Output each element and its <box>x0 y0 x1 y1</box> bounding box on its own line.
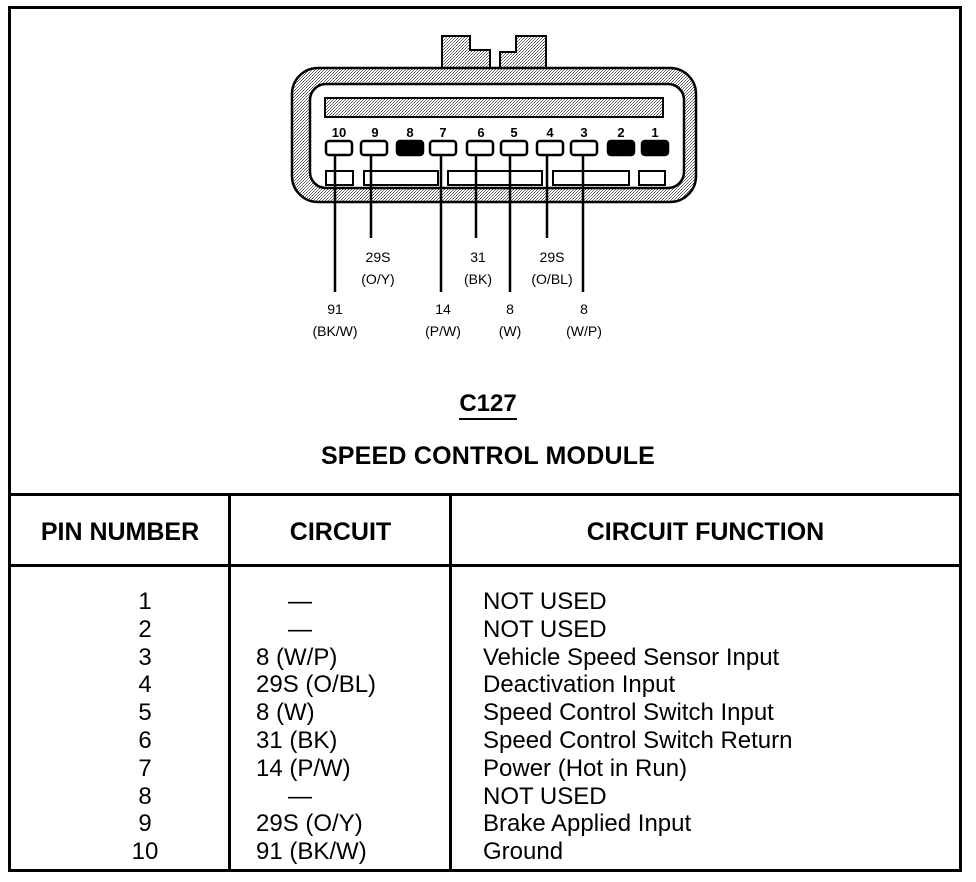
pin-cavity-5 <box>499 139 529 157</box>
table-col-divider-2 <box>449 494 452 870</box>
table-cell-pin: 1 <box>138 588 152 615</box>
wire-color-pin-9: (O/Y) <box>361 271 394 287</box>
pin-tag-1: 1 <box>651 125 658 140</box>
table-cell-function: Speed Control Switch Return <box>483 726 793 754</box>
header-pin-number: PIN NUMBER <box>40 518 200 546</box>
table-cell-pin: 9 <box>138 810 152 838</box>
table-top-rule <box>8 493 962 496</box>
table-cell-pin: 7 <box>138 754 152 782</box>
table-cell-circuit: — <box>288 782 312 810</box>
table-cell-function: Speed Control Switch Input <box>483 699 774 727</box>
table-cell-circuit: 31 (BK) <box>256 726 338 754</box>
pin-number-column: 1 2 3 4 5 6 7 8 9 10 <box>40 588 250 866</box>
table-cell-pin: 10 <box>131 838 159 866</box>
wire-color-pin-6: (BK) <box>464 271 492 287</box>
table-cell-function: NOT USED <box>483 615 607 643</box>
table-cell-pin: 6 <box>138 726 152 754</box>
wire-color-pin-5: (W) <box>499 323 522 339</box>
wire-circuit-pin-5: 8 <box>506 301 514 317</box>
wire-color-pin-7: (P/W) <box>425 323 461 339</box>
wire-circuit-pin-7: 14 <box>435 301 451 317</box>
pin-tags: 10 9 8 7 6 5 4 3 2 1 <box>332 125 659 140</box>
connector-top-rib <box>324 97 664 118</box>
wire-labels-upper: 29S (O/Y) 31 (BK) 29S (O/BL) <box>361 249 572 287</box>
circuit-function-column: NOT USED NOT USED Vehicle Speed Sensor I… <box>483 588 953 866</box>
pin-cavity-9 <box>359 139 389 157</box>
connector-diagram: 10 9 8 7 6 5 4 3 2 1 29S (O/Y) 31 <box>290 35 698 339</box>
table-cell-circuit: — <box>288 615 312 643</box>
table-cell-pin: 2 <box>138 615 152 643</box>
pin-tag-4: 4 <box>546 125 554 140</box>
diagram-frame <box>8 6 962 872</box>
table-cell-circuit: 29S (O/BL) <box>256 671 377 699</box>
pin-tag-10: 10 <box>332 125 346 140</box>
wire-color-pin-3: (W/P) <box>566 323 602 339</box>
pin-cavity-7 <box>428 139 458 157</box>
pin-cavity-6 <box>465 139 495 157</box>
wire-labels-lower: 91 (BK/W) 14 (P/W) 8 (W) 8 (W/P) <box>312 301 601 339</box>
table-cell-function: NOT USED <box>483 782 607 810</box>
wire-circuit-pin-10: 91 <box>327 301 343 317</box>
header-circuit: CIRCUIT <box>289 518 392 546</box>
pin-cavity-10 <box>324 139 354 157</box>
pin-cavity-4 <box>535 139 565 157</box>
table-cell-circuit: 91 (BK/W) <box>256 838 367 866</box>
wire-leads <box>333 155 585 292</box>
pin-tag-2: 2 <box>617 125 624 140</box>
connector-keyways <box>325 170 666 186</box>
wire-color-pin-10: (BK/W) <box>312 323 357 339</box>
pin-tag-9: 9 <box>371 125 378 140</box>
table-cell-circuit: 8 (W) <box>256 699 315 727</box>
pin-cavity-8 <box>395 139 425 157</box>
table-cell-circuit: — <box>288 588 312 615</box>
pin-cavity-3 <box>569 139 599 157</box>
wire-color-pin-4: (O/BL) <box>531 271 572 287</box>
pin-tag-6: 6 <box>477 125 484 140</box>
pin-tag-8: 8 <box>406 125 413 140</box>
pin-cavities <box>324 139 670 157</box>
table-cell-function: Power (Hot in Run) <box>483 754 688 782</box>
table-cell-pin: 8 <box>138 782 152 810</box>
table-cell-pin: 3 <box>138 643 152 671</box>
table-cell-function: Brake Applied Input <box>483 810 692 838</box>
pin-cavity-2 <box>606 139 636 157</box>
wire-circuit-pin-6: 31 <box>470 249 486 265</box>
table-cell-function: Deactivation Input <box>483 671 676 699</box>
table-cell-pin: 5 <box>138 699 152 727</box>
pin-cavity-1 <box>640 139 670 157</box>
pin-tag-7: 7 <box>439 125 446 140</box>
wire-circuit-pin-9: 29S <box>366 249 391 265</box>
table-cell-circuit: 29S (O/Y) <box>256 810 363 838</box>
table-cell-function: Vehicle Speed Sensor Input <box>483 643 780 671</box>
wire-circuit-pin-4: 29S <box>540 249 565 265</box>
wire-circuit-pin-3: 8 <box>580 301 588 317</box>
header-circuit-function: CIRCUIT FUNCTION <box>586 518 825 546</box>
table-cell-function: Ground <box>483 838 564 866</box>
pin-tag-3: 3 <box>580 125 587 140</box>
pin-tag-5: 5 <box>510 125 517 140</box>
table-cell-function: NOT USED <box>483 588 607 615</box>
table-col-divider-1 <box>228 494 231 870</box>
connector-latch <box>441 35 547 71</box>
connector-id: C127 <box>0 390 976 420</box>
table-cell-pin: 4 <box>138 671 152 699</box>
table-cell-circuit: 14 (P/W) <box>256 754 351 782</box>
table-cell-circuit: 8 (W/P) <box>256 643 338 671</box>
module-name: SPEED CONTROL MODULE <box>320 442 656 470</box>
circuit-column: — — 8 (W/P) 29S (O/BL) 8 (W) 31 (BK) 14 … <box>256 588 446 866</box>
table-header-rule <box>8 564 962 567</box>
